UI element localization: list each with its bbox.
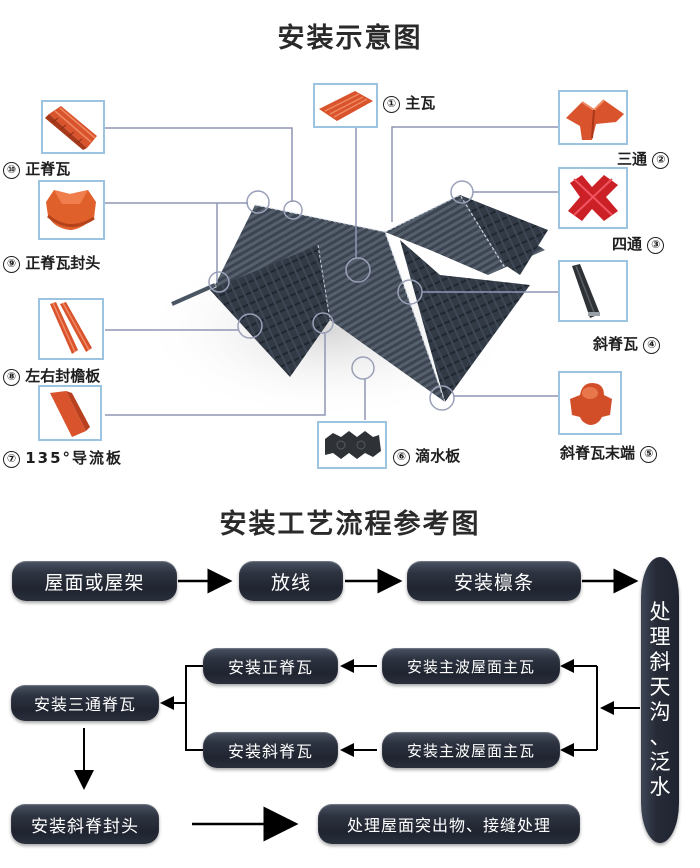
label-ridge-tile: ⑩ 正脊瓦 (3, 158, 70, 179)
number-badge: ⑦ (3, 451, 20, 468)
step-handle-protrusions-seams: 处理屋面突出物、接缝处理 (318, 804, 580, 844)
eave-board (171, 283, 216, 306)
three-way-tile-thumbnail (558, 90, 628, 145)
diagram-title: 安装示意图 (277, 23, 423, 54)
drip-board-thumbnail (317, 421, 387, 469)
number-badge: ④ (643, 337, 661, 354)
label-hip-ridge-end: 斜脊瓦末端 ⑤ (560, 442, 658, 463)
flowchart-title: 安装工艺流程参考图 (219, 509, 481, 540)
hip-ridge-tile-thumbnail (558, 260, 628, 322)
number-badge: ⑨ (3, 256, 20, 273)
four-way-tile-icon (568, 175, 618, 221)
fascia-board-icon (50, 302, 92, 354)
step-install-main-tiles-lower: 安装主波屋面主瓦 (382, 732, 560, 768)
step-layout-lines: 放线 (239, 561, 343, 601)
deflector-board-icon (50, 391, 90, 437)
step-install-main-ridge: 安装正脊瓦 (203, 648, 338, 684)
label-ridge-end-cap: ⑨ 正脊瓦封头 (3, 252, 100, 273)
ridge-tile-icon (45, 106, 97, 150)
three-way-tile-icon (566, 99, 624, 140)
label-main-tile: ① 主瓦 (383, 92, 435, 113)
number-badge: ⑩ (3, 162, 20, 179)
main-tile-icon (319, 91, 373, 121)
ridge-end-cap-icon (46, 190, 96, 230)
hip-ridge-end-icon (570, 383, 612, 425)
hip-ridge-end-thumbnail (558, 371, 622, 435)
label-deflector-board: ⑦ 135°导流板 (3, 447, 123, 468)
number-badge: ① (383, 96, 400, 113)
number-badge: ⑤ (640, 446, 658, 463)
step-roof-or-frame: 屋面或屋架 (12, 561, 177, 601)
label-fascia-board: ⑧ 左右封檐板 (3, 365, 100, 386)
ridge-tile-thumbnail (41, 100, 105, 154)
ridge-end-cap-thumbnail (38, 180, 105, 240)
label-three-way-tile: 三通 ② (617, 148, 670, 169)
step-install-hip-end-cap: 安装斜脊封头 (11, 804, 159, 844)
fascia-board-thumbnail (38, 298, 104, 360)
deflector-board-thumbnail (38, 385, 102, 441)
number-badge: ⑧ (3, 369, 20, 386)
main-tile-thumbnail (313, 83, 378, 128)
step-valley-flashing: 处 理 斜 天 沟 、 泛 水 (641, 557, 679, 843)
step-install-three-way-ridge: 安装三通脊瓦 (11, 685, 159, 721)
label-drip-board: ⑥ 滴水板 (393, 445, 460, 466)
number-badge: ③ (647, 237, 665, 254)
step-install-main-tiles-upper: 安装主波屋面主瓦 (382, 648, 560, 684)
four-way-tile-thumbnail (558, 167, 628, 229)
drip-board-icon (325, 431, 381, 459)
number-badge: ⑥ (393, 449, 410, 466)
number-badge: ② (652, 152, 670, 169)
roof-diagram (105, 126, 558, 420)
label-four-way-tile: 四通 ③ (612, 233, 665, 254)
label-hip-ridge-tile: 斜脊瓦 ④ (593, 333, 661, 354)
step-install-hip-ridge: 安装斜脊瓦 (203, 732, 338, 768)
step-install-purlins: 安装檩条 (407, 561, 581, 601)
hip-ridge-tile-icon (572, 264, 600, 318)
